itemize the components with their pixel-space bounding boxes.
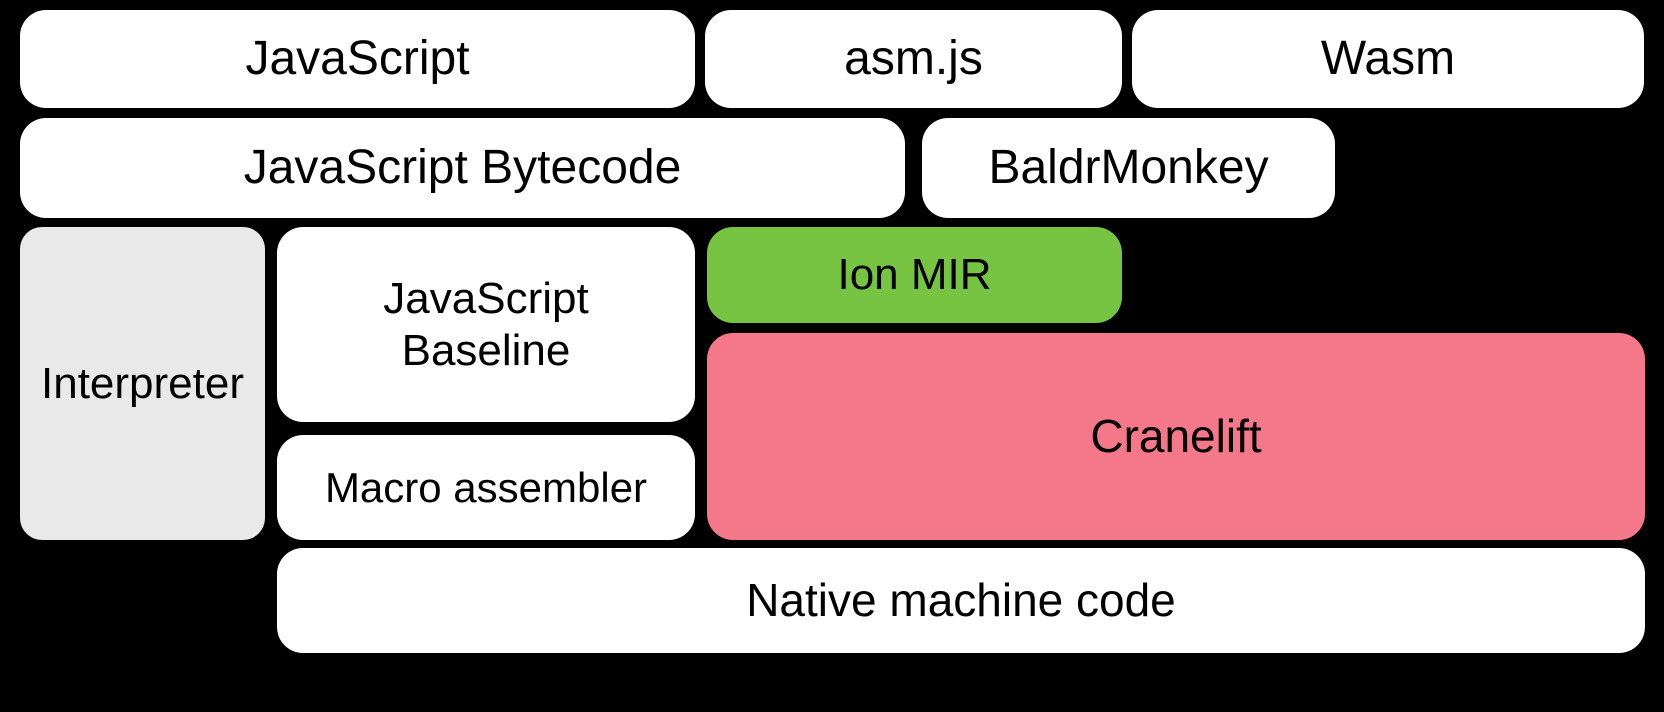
node-asm-js[interactable]: asm.js — [705, 10, 1122, 108]
node-macro-assembler[interactable]: Macro assembler — [277, 435, 695, 540]
node-native-machine-code[interactable]: Native machine code — [277, 548, 1645, 653]
node-cranelift[interactable]: Cranelift — [707, 333, 1645, 540]
node-javascript-baseline[interactable]: JavaScript Baseline — [277, 227, 695, 422]
node-ion-mir[interactable]: Ion MIR — [707, 227, 1122, 323]
node-javascript[interactable]: JavaScript — [20, 10, 695, 108]
node-wasm[interactable]: Wasm — [1132, 10, 1644, 108]
node-javascript-bytecode[interactable]: JavaScript Bytecode — [20, 118, 905, 218]
node-baldrmonkey[interactable]: BaldrMonkey — [922, 118, 1335, 218]
node-interpreter[interactable]: Interpreter — [20, 227, 265, 540]
